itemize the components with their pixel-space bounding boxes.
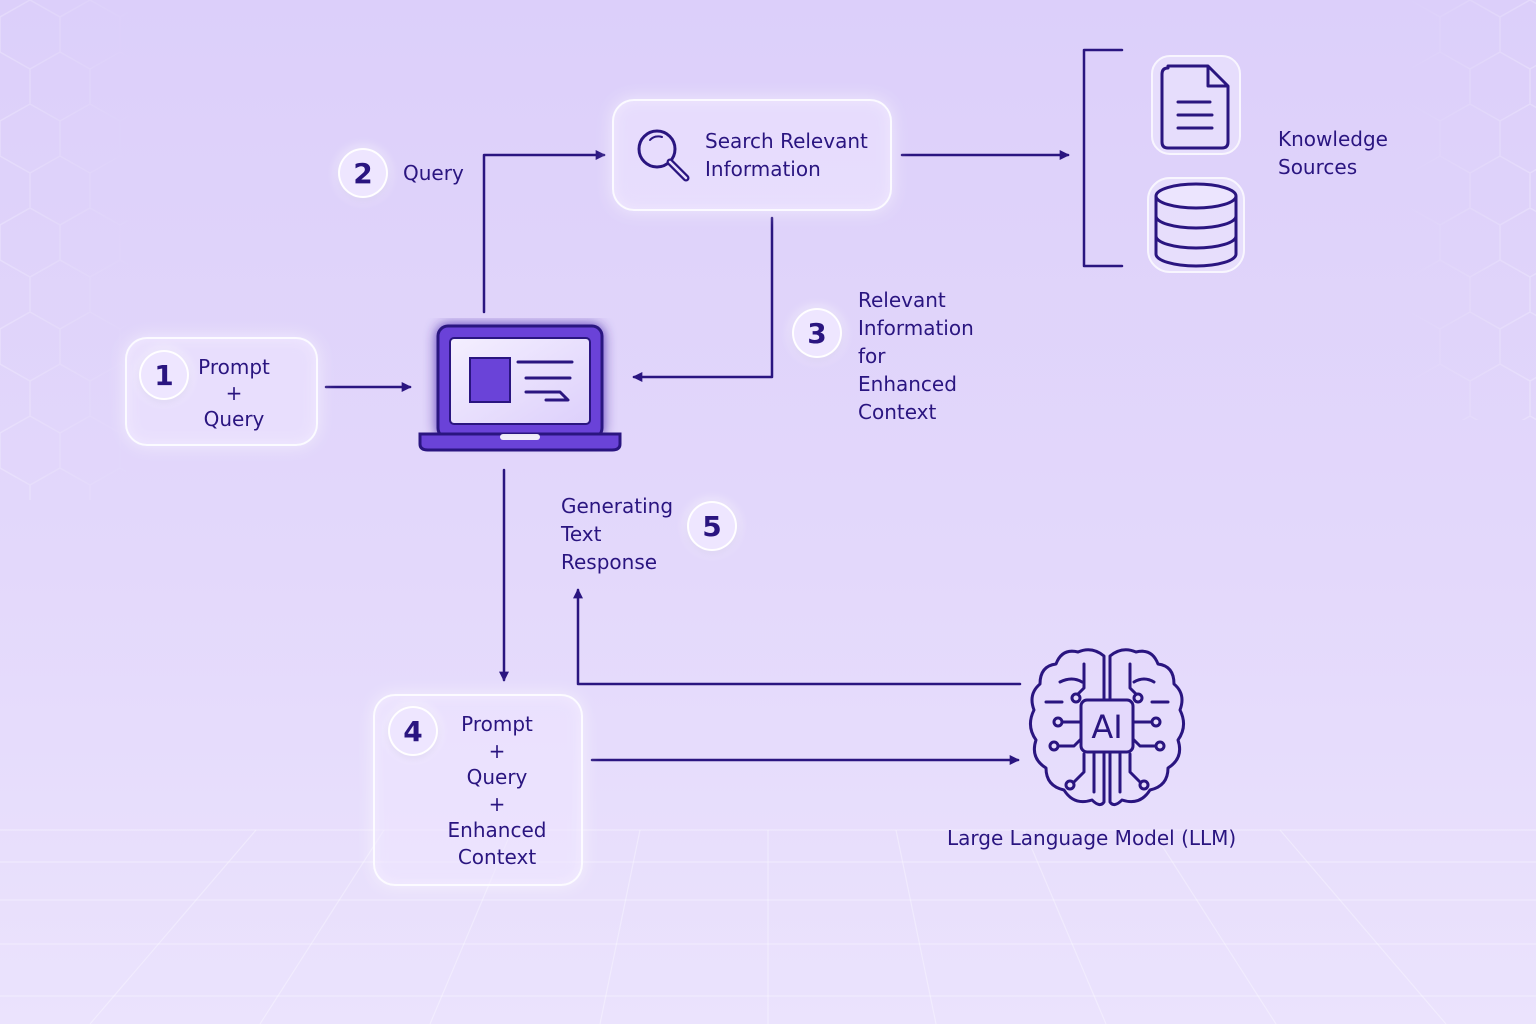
text-line: +	[488, 791, 506, 816]
step-3-badge: 3	[792, 308, 842, 358]
text-line: Text	[561, 522, 602, 546]
step-2-badge: 2	[338, 148, 388, 198]
arrow-search-to-laptop	[632, 216, 774, 382]
text-line: Enhanced	[447, 818, 547, 842]
ai-chip-label: AI	[1091, 708, 1122, 746]
text-line: Query	[466, 765, 528, 789]
arrow-laptop-to-search	[482, 150, 606, 314]
text-line: Prompt	[198, 355, 270, 379]
text-line: Enhanced	[858, 372, 957, 396]
text-line: Context	[457, 844, 537, 869]
search-icon	[637, 129, 690, 182]
text-line: +	[488, 738, 506, 763]
text-line: Response	[561, 550, 658, 574]
prompt-query-text: Prompt + Query	[188, 353, 280, 433]
laptop-icon	[418, 324, 622, 452]
text-line: Knowledge	[1278, 127, 1388, 151]
text-line: Search Relevant	[705, 129, 868, 153]
step-1-badge: 1	[139, 350, 189, 400]
relevant-information-text: Relevant Information for Enhanced Contex…	[858, 286, 974, 426]
knowledge-bracket	[1082, 48, 1124, 268]
step-4-badge: 4	[388, 706, 438, 756]
text-line: Information	[858, 316, 974, 340]
generating-text-response: Generating Text Response	[561, 492, 673, 576]
query-label: Query	[403, 161, 464, 185]
search-relevant-information-box	[612, 99, 892, 211]
step-5-badge: 5	[687, 501, 737, 551]
knowledge-sources-label: Knowledge Sources	[1278, 125, 1388, 181]
text-line: Generating	[561, 494, 674, 518]
text-line: Context	[858, 400, 937, 424]
text-line: Prompt	[461, 712, 533, 736]
brain-ai-icon: AI	[1029, 648, 1185, 807]
text-line: Relevant	[858, 288, 946, 312]
arrow-llm-to-response	[573, 588, 1022, 686]
text-line: Sources	[1278, 155, 1358, 179]
document-icon	[1151, 55, 1241, 155]
text-line: for	[858, 344, 886, 368]
text-line: Information	[705, 157, 821, 181]
text-line: +	[225, 381, 243, 405]
database-icon	[1147, 177, 1245, 273]
text-line: Query	[203, 407, 265, 431]
llm-label: Large Language Model (LLM)	[947, 826, 1237, 850]
combined-context-text: Prompt + Query + Enhanced Context	[438, 711, 556, 870]
search-box-text: Search Relevant Information	[705, 127, 868, 183]
